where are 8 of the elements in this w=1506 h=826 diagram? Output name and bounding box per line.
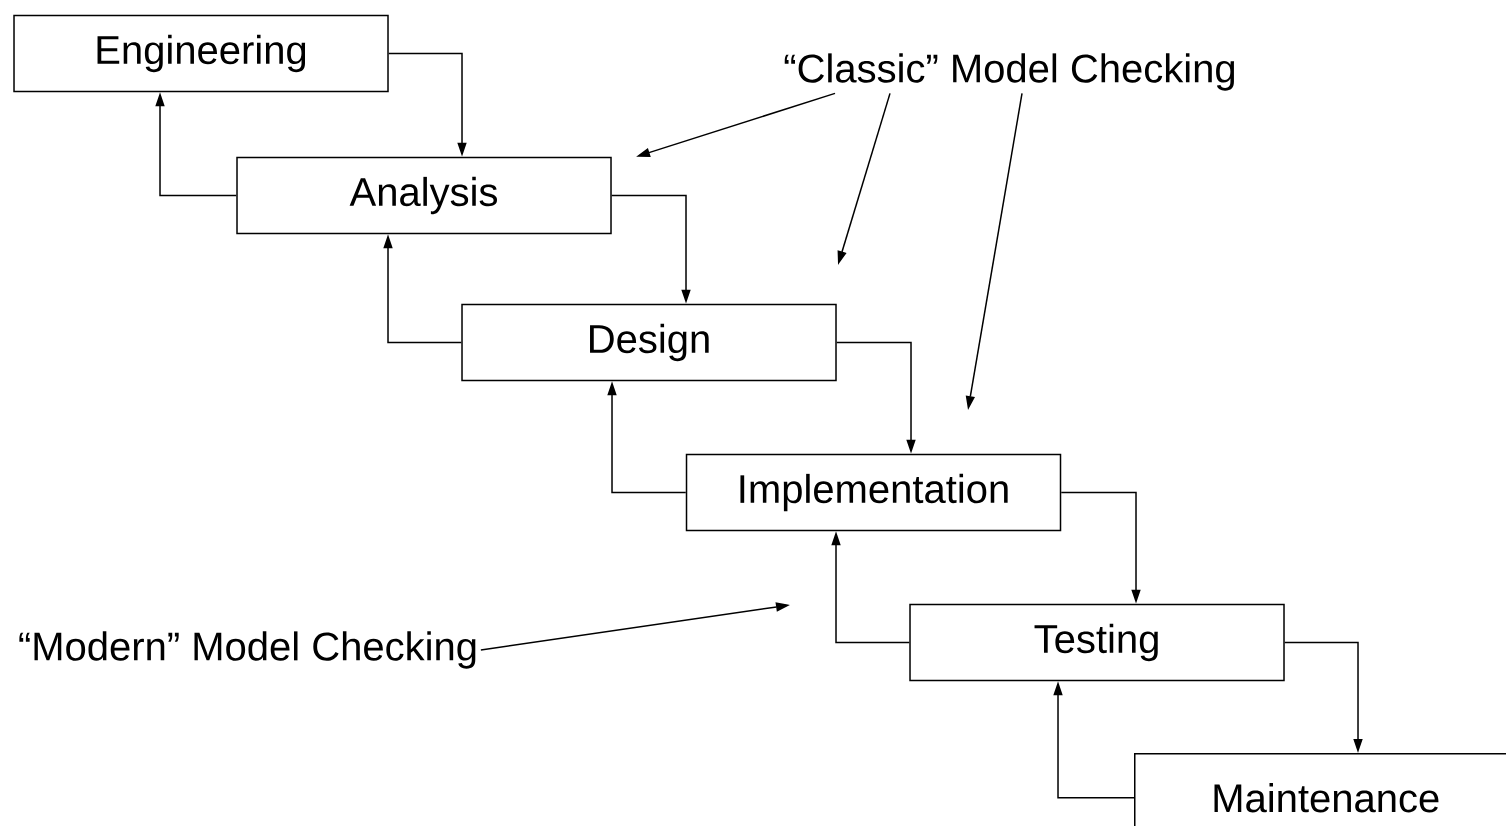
annotation-text: “Modern” Model Checking [19, 631, 476, 669]
process-box: Implementation [685, 453, 1062, 532]
process-box: Maintenance [1134, 753, 1506, 826]
process-box: Testing [909, 603, 1285, 682]
process-box: Engineering [13, 14, 389, 93]
process-box: Design [461, 303, 837, 382]
annotation-text: “Classic” Model Checking [784, 53, 1235, 91]
process-box: Analysis [236, 156, 612, 235]
